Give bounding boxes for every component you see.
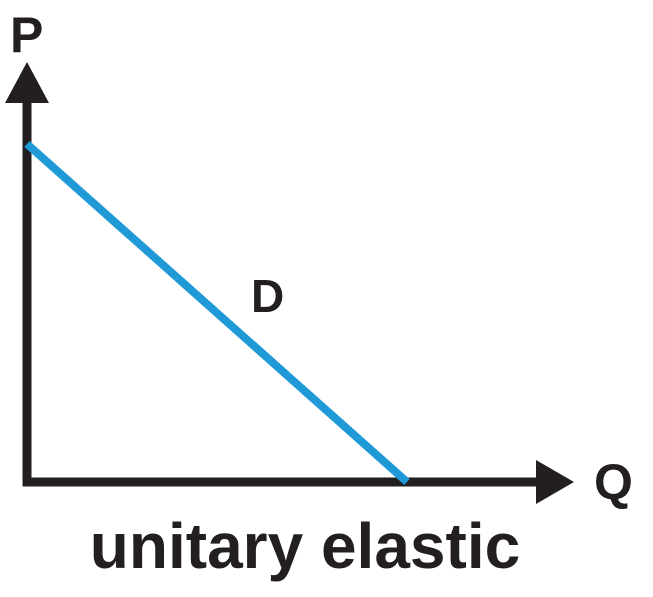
- y-axis-label: P: [10, 7, 43, 63]
- x-axis-arrowhead: [536, 460, 574, 504]
- x-axis-label: Q: [594, 454, 633, 510]
- series-layer: D: [24, 141, 410, 485]
- demand-curve-label: D: [251, 270, 284, 322]
- y-axis-arrowhead: [5, 62, 49, 103]
- chart-caption: unitary elastic: [90, 510, 520, 582]
- demand-curve-line: [24, 141, 410, 485]
- axes: [5, 62, 574, 504]
